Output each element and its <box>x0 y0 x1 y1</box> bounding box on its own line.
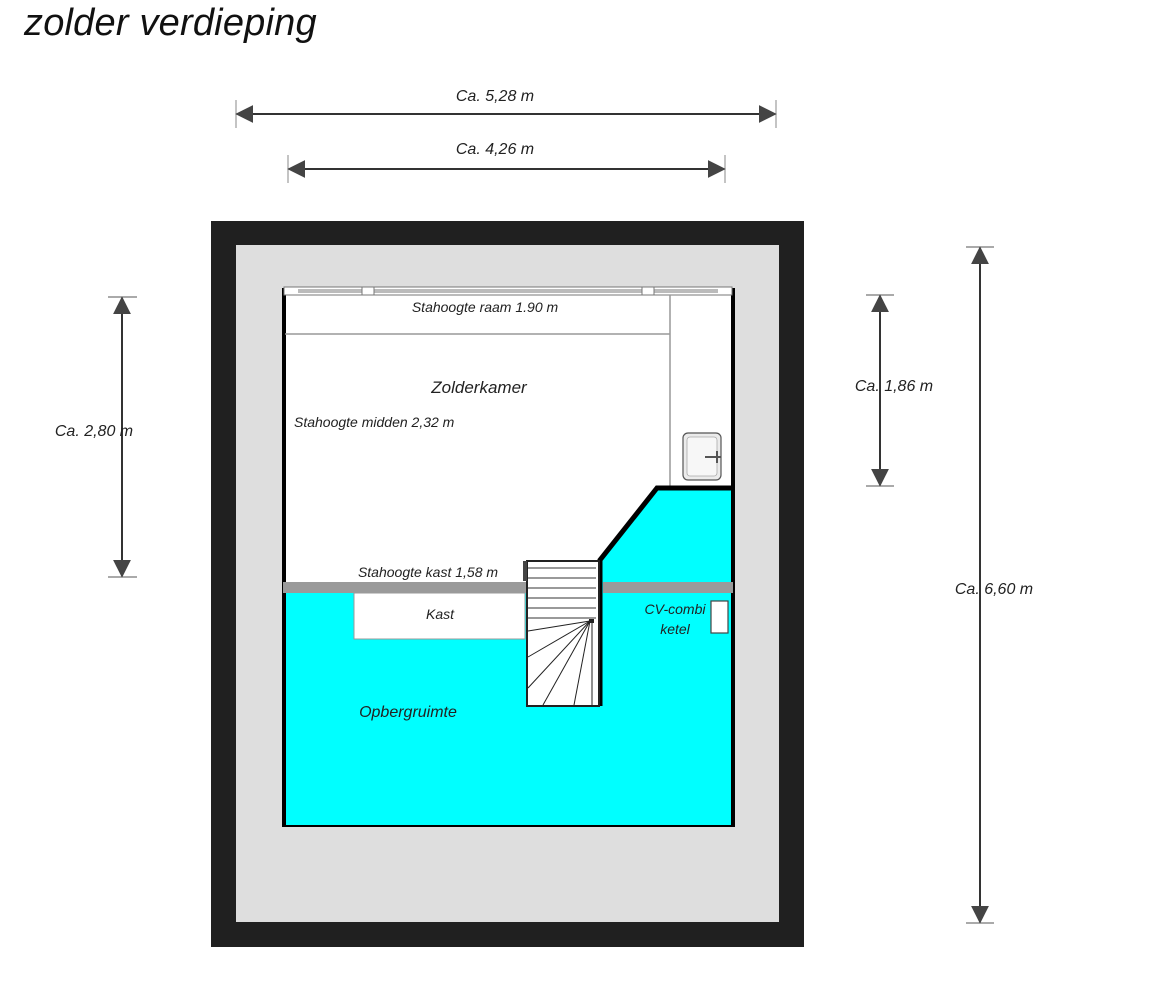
floor-title: zolder verdieping <box>24 2 317 44</box>
kneewall-right <box>603 582 733 593</box>
kneewall-left <box>283 582 527 593</box>
dim-label-depth-total: Ca. 6,60 m <box>955 581 1033 598</box>
room-label-kast: Kast <box>426 606 455 622</box>
dimension-width-outer: Ca. 5,28 m <box>235 88 777 128</box>
label-stahoogte-midden: Stahoogte midden 2,32 m <box>294 414 455 430</box>
dim-label-width-outer: Ca. 5,28 m <box>456 88 534 105</box>
attic-room-floor <box>283 288 735 590</box>
dim-label-depth-room: Ca. 2,80 m <box>55 423 133 440</box>
staircase-icon <box>523 560 600 707</box>
label-stahoogte-kast: Stahoogte kast 1,58 m <box>358 564 498 580</box>
sink-icon <box>682 432 722 481</box>
label-cv-combi: CV-combi <box>645 601 707 617</box>
dimension-depth-side: Ca. 1,86 m <box>855 294 933 487</box>
dimension-depth-total: Ca. 6,60 m <box>955 246 1033 924</box>
cupboard <box>353 592 526 640</box>
room-label-zolderkamer: Zolderkamer <box>430 378 528 397</box>
dim-label-depth-side: Ca. 1,86 m <box>855 378 933 395</box>
dimension-depth-room: Ca. 2,80 m <box>55 296 137 578</box>
label-stahoogte-raam: Stahoogte raam 1.90 m <box>412 299 559 315</box>
boiler-icon <box>710 600 729 634</box>
dim-label-width-inner: Ca. 4,26 m <box>456 141 534 158</box>
label-cv-ketel: ketel <box>660 621 690 637</box>
room-label-opbergruimte: Opbergruimte <box>359 704 457 721</box>
window-icon <box>283 286 733 296</box>
dimension-width-inner: Ca. 4,26 m <box>287 141 726 183</box>
